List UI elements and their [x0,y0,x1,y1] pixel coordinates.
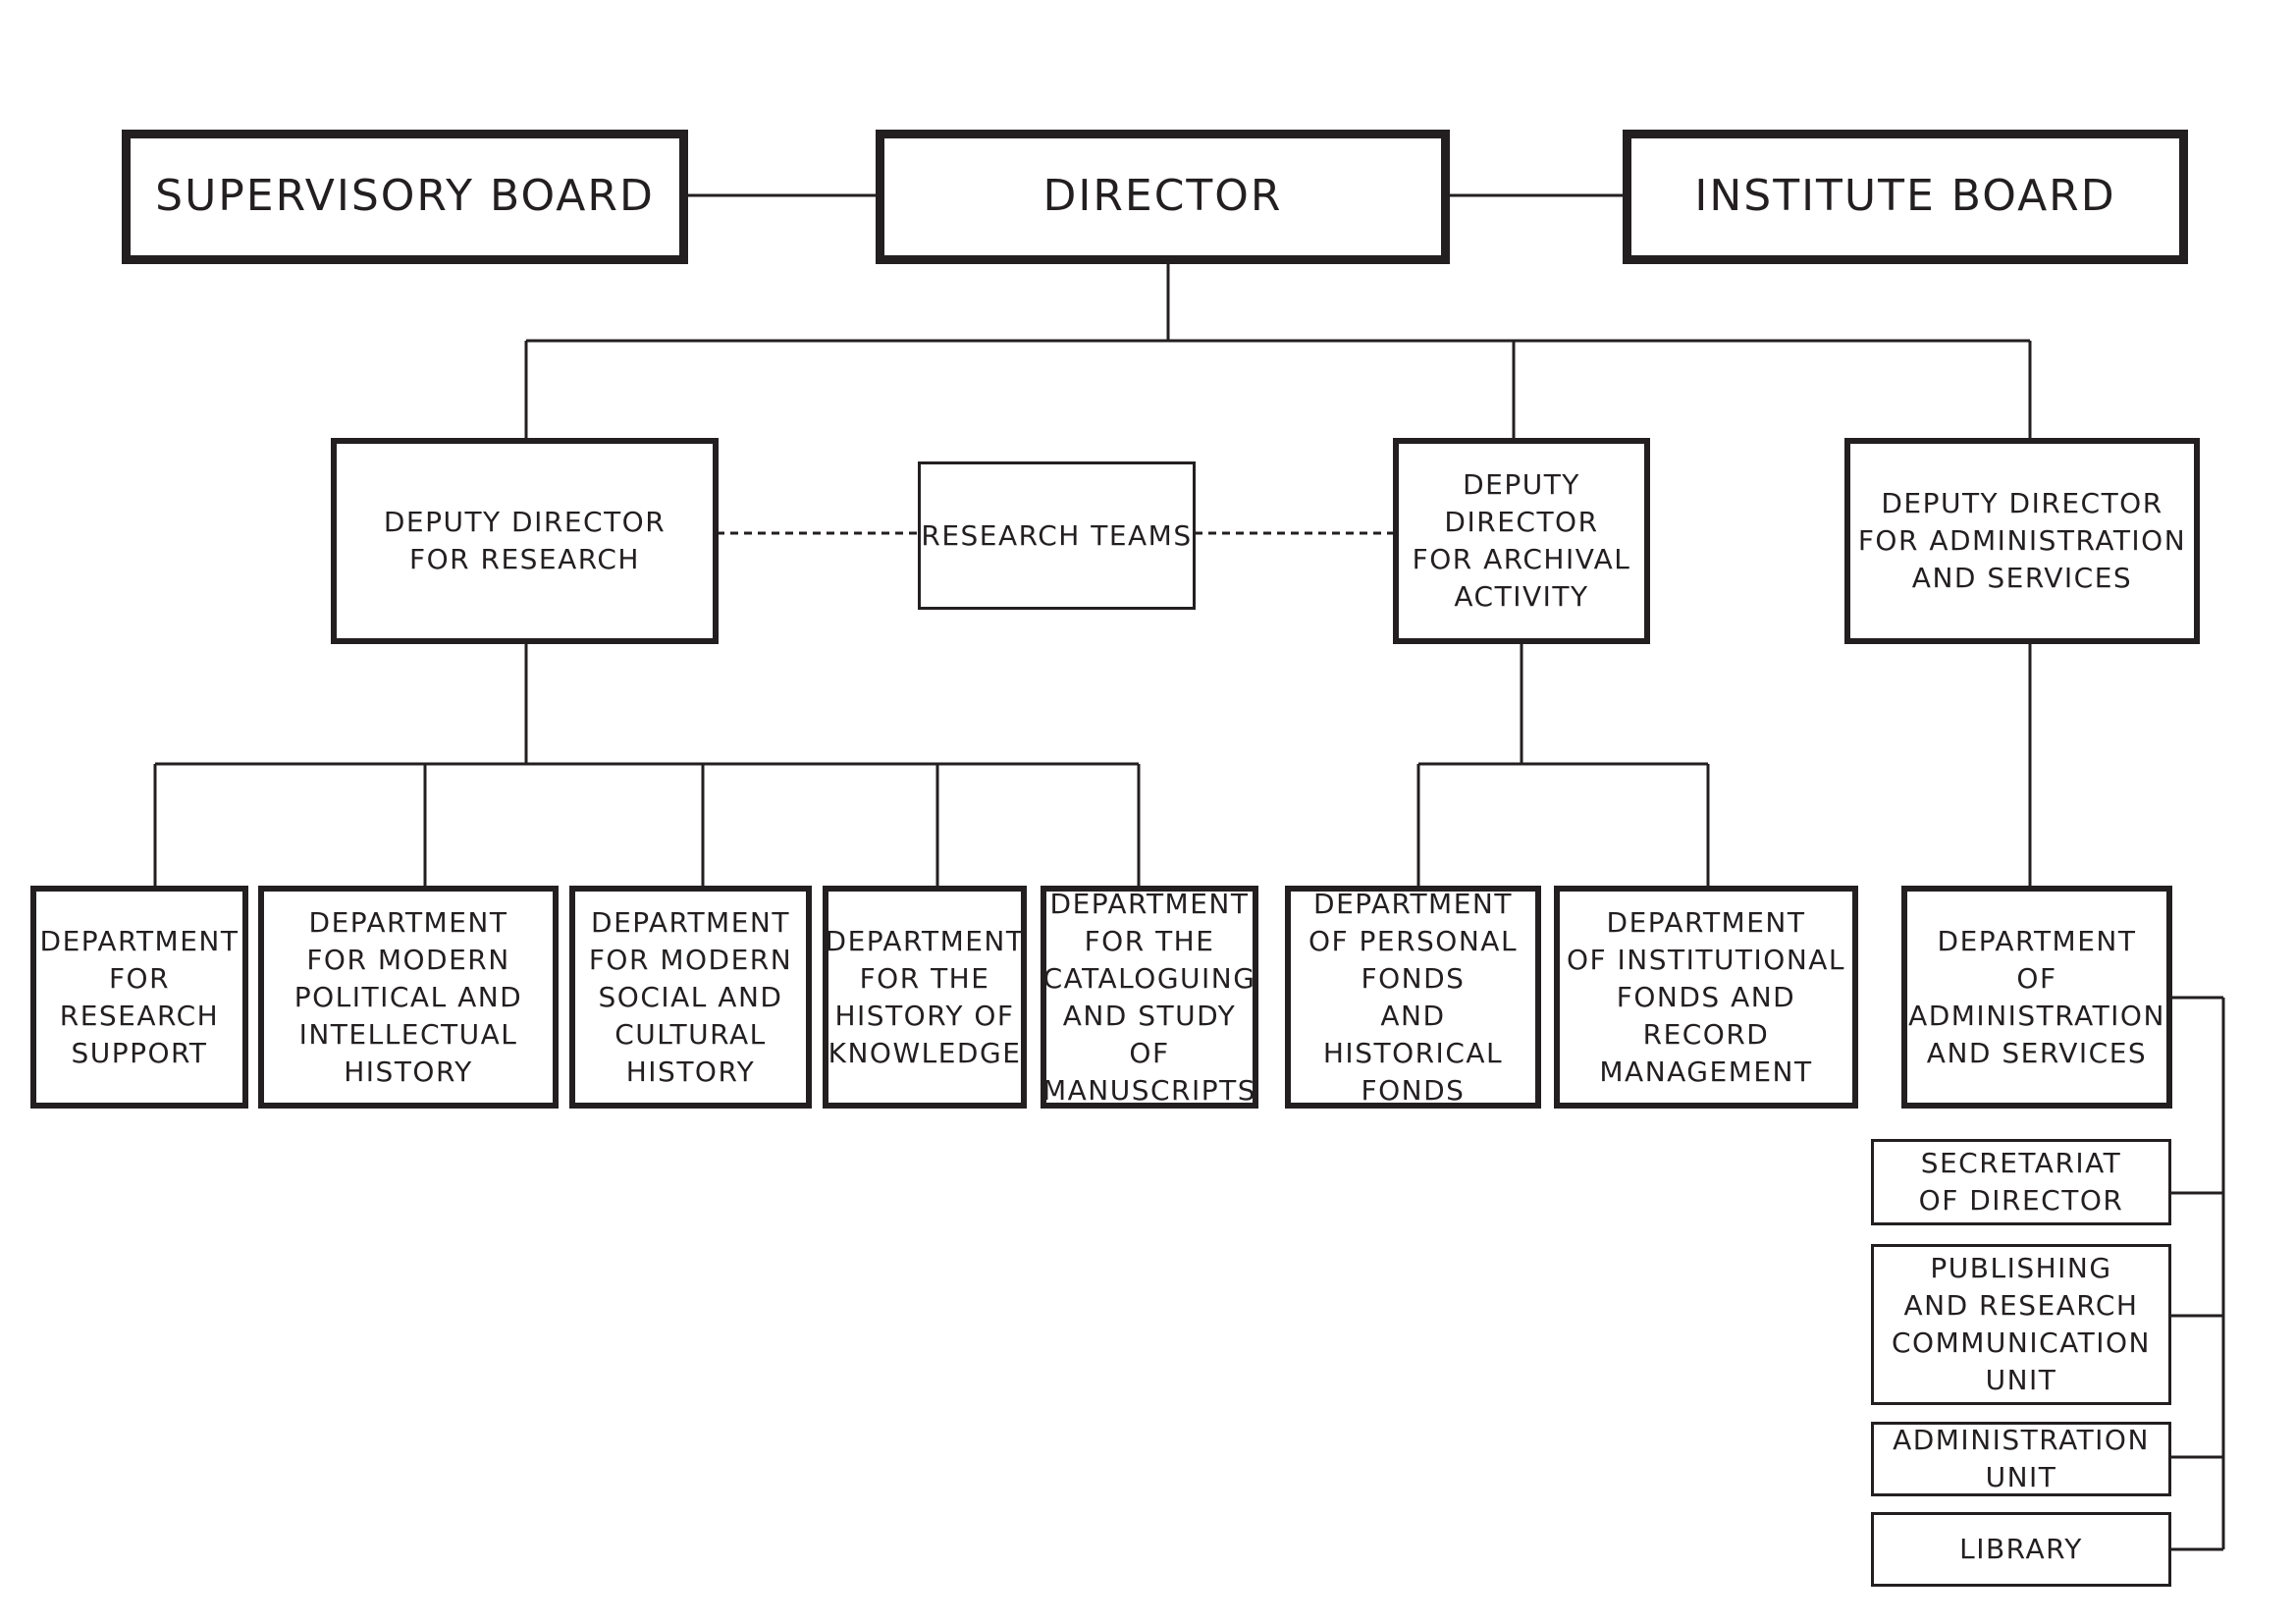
secretariat-box: SECRETARIAT OF DIRECTOR [1871,1139,2171,1225]
department-personal-fonds-box: DEPARTMENT OF PERSONAL FONDS AND HISTORI… [1285,886,1541,1109]
department-history-knowledge-box: DEPARTMENT FOR THE HISTORY OF KNOWLEDGE [823,886,1027,1109]
department-political-intellectual-box: DEPARTMENT FOR MODERN POLITICAL AND INTE… [258,886,559,1109]
deputy-research-label: DEPUTY DIRECTOR FOR RESEARCH [383,506,667,575]
department-manuscripts-label: DEPARTMENT FOR THE CATALOGUING AND STUDY… [1041,887,1257,1107]
deputy-archival-box: DEPUTY DIRECTOR FOR ARCHIVAL ACTIVITY [1393,438,1650,644]
publishing-unit-box: PUBLISHING AND RESEARCH COMMUNICATION UN… [1871,1244,2171,1405]
department-social-cultural-label: DEPARTMENT FOR MODERN SOCIAL AND CULTURA… [588,905,793,1088]
department-institutional-fonds-label: DEPARTMENT OF INSTITUTIONAL FONDS AND RE… [1566,905,1846,1088]
department-social-cultural-box: DEPARTMENT FOR MODERN SOCIAL AND CULTURA… [569,886,812,1109]
deputy-research-box: DEPUTY DIRECTOR FOR RESEARCH [331,438,719,644]
department-research-support-box: DEPARTMENT FOR RESEARCH SUPPORT [30,886,248,1109]
institute-board-label: INSTITUTE BOARD [1694,171,2116,222]
department-history-knowledge-label: DEPARTMENT FOR THE HISTORY OF KNOWLEDGE [825,924,1025,1069]
secretariat-label: SECRETARIAT OF DIRECTOR [1918,1147,2124,1217]
deputy-administration-label: DEPUTY DIRECTOR FOR ADMINISTRATION AND S… [1857,487,2187,594]
department-research-support-label: DEPARTMENT FOR RESEARCH SUPPORT [39,924,240,1069]
supervisory-board-label: SUPERVISORY BOARD [155,171,655,222]
department-personal-fonds-label: DEPARTMENT OF PERSONAL FONDS AND HISTORI… [1308,887,1519,1107]
department-manuscripts-box: DEPARTMENT FOR THE CATALOGUING AND STUDY… [1041,886,1258,1109]
director-box: DIRECTOR [876,130,1450,264]
research-teams-box: RESEARCH TEAMS [918,461,1196,610]
deputy-administration-box: DEPUTY DIRECTOR FOR ADMINISTRATION AND S… [1844,438,2200,644]
department-administration-services-label: DEPARTMENT OF ADMINISTRATION AND SERVICE… [1908,924,2165,1069]
library-box: LIBRARY [1871,1512,2171,1587]
library-label: LIBRARY [1959,1533,2083,1565]
administration-unit-box: ADMINISTRATION UNIT [1871,1422,2171,1496]
department-political-intellectual-label: DEPARTMENT FOR MODERN POLITICAL AND INTE… [294,905,523,1088]
director-label: DIRECTOR [1042,171,1283,222]
supervisory-board-box: SUPERVISORY BOARD [122,130,688,264]
research-teams-label: RESEARCH TEAMS [921,518,1193,552]
department-institutional-fonds-box: DEPARTMENT OF INSTITUTIONAL FONDS AND RE… [1554,886,1858,1109]
administration-unit-label: ADMINISTRATION UNIT [1893,1424,2150,1493]
department-administration-services-box: DEPARTMENT OF ADMINISTRATION AND SERVICE… [1901,886,2172,1109]
publishing-unit-label: PUBLISHING AND RESEARCH COMMUNICATION UN… [1892,1252,2151,1396]
institute-board-box: INSTITUTE BOARD [1623,130,2188,264]
deputy-archival-label: DEPUTY DIRECTOR FOR ARCHIVAL ACTIVITY [1412,468,1631,613]
